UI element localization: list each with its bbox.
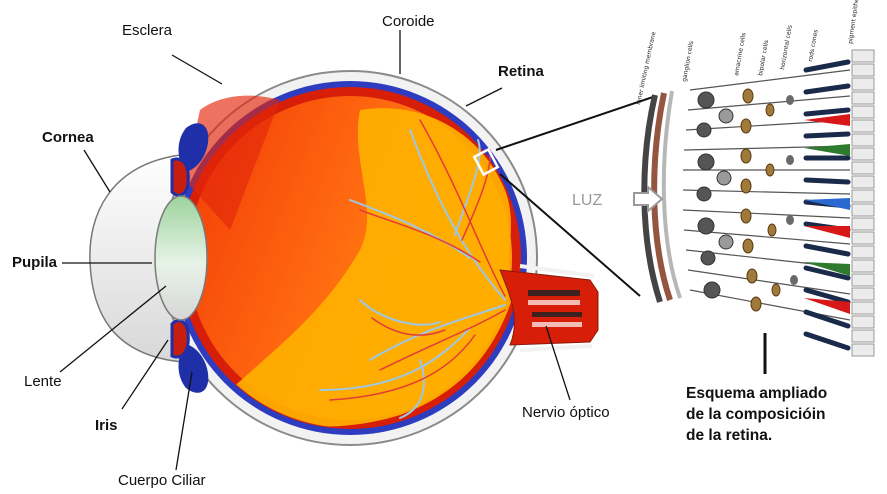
caption-line-2: de la composicióin [686, 404, 881, 425]
layer-label-amacrine: amacrine cells [733, 32, 747, 76]
retina-detail-panel: inner limiting membrane ganglion cells a… [635, 0, 874, 356]
layer-label-horizontal: horizontal cells [779, 25, 794, 71]
label-esclera: Esclera [122, 22, 173, 39]
label-retina: Retina [498, 63, 545, 80]
retina-caption: Esquema ampliado de la composicióin de l… [686, 383, 881, 446]
caption-line-3: de la retina. [686, 425, 881, 446]
label-iris: Iris [95, 417, 118, 434]
light-label: LUZ [572, 192, 602, 209]
layer-label-inner-membrane: inner limiting membrane [635, 31, 657, 106]
label-cuerpo-ciliar: Cuerpo Ciliar [118, 472, 206, 489]
layer-label-ganglion: ganglion cells [681, 40, 695, 82]
light-arrow-icon [634, 187, 662, 211]
pigment-epithelium [852, 50, 874, 356]
layer-label-rods-cones: rods cones [807, 29, 820, 62]
zoom-line-top [496, 97, 653, 150]
label-lente: Lente [24, 373, 62, 390]
label-nervio-optico: Nervio óptico [522, 404, 610, 421]
label-coroide: Coroide [382, 13, 435, 30]
iris-bottom [172, 321, 188, 357]
label-cornea: Cornea [42, 129, 94, 146]
photoreceptors [804, 62, 850, 348]
ganglion-cells [697, 92, 733, 298]
eyeball [90, 71, 598, 445]
iris-top [172, 159, 188, 195]
layer-label-pigment: pigment epithelium [847, 0, 862, 44]
lens-shape [155, 196, 207, 320]
bipolar-cells [741, 89, 780, 311]
caption-line-1: Esquema ampliado [686, 383, 881, 404]
label-pupila: Pupila [12, 254, 58, 271]
layer-label-bipolar: bipolar cells [757, 40, 770, 77]
